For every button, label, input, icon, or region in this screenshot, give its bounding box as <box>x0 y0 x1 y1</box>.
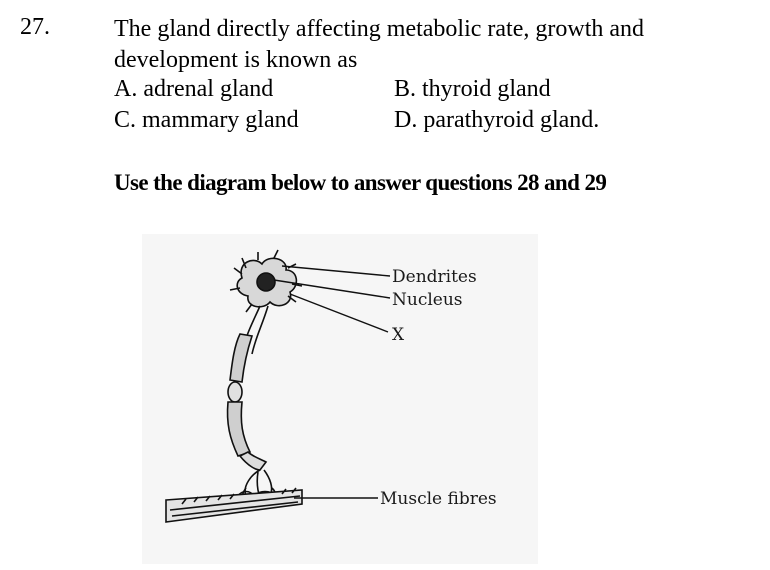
option-d: D. parathyroid gland. <box>394 107 600 133</box>
muscle-fibres-drawing <box>165 487 303 523</box>
question-text: The gland directly affecting metabolic r… <box>114 14 714 76</box>
dendrites-pointer <box>281 265 391 277</box>
option-c: C. mammary gland <box>114 107 299 133</box>
question-line-2: development is known as <box>114 47 358 73</box>
cell-body-drawing <box>229 249 303 313</box>
option-b: B. thyroid gland <box>394 76 551 102</box>
option-a: A. adrenal gland <box>114 76 274 102</box>
question-line-1: The gland directly affecting metabolic r… <box>114 16 645 42</box>
x-pointer <box>289 293 389 333</box>
nucleus-pointer <box>273 279 391 299</box>
label-x: X <box>392 325 405 345</box>
label-nucleus: Nucleus <box>392 290 463 310</box>
label-pointer-lines <box>273 265 391 499</box>
axon-drawing <box>226 305 269 471</box>
motor-neuron-diagram: Dendrites Nucleus X Muscle fibres <box>142 234 538 564</box>
question-number: 27. <box>20 14 50 40</box>
label-muscle-fibres: Muscle fibres <box>380 489 497 509</box>
diagram-instruction: Use the diagram below to answer question… <box>114 170 607 195</box>
label-dendrites: Dendrites <box>392 267 477 287</box>
